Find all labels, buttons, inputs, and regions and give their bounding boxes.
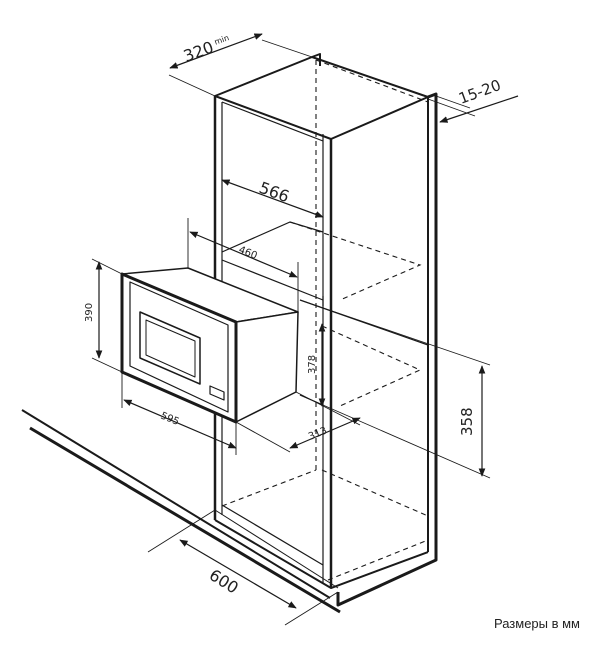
dim-line-460 [189, 231, 298, 278]
dim-320-value: 320 [181, 37, 216, 65]
dimension-lines [95, 33, 519, 609]
dim-313-label: 313 [307, 425, 329, 442]
hidden-lines [221, 59, 429, 581]
dim-378-label: 378 [307, 355, 318, 374]
dim-line-595 [123, 399, 237, 449]
dim-line-600 [179, 539, 297, 609]
dim-line-313 [289, 417, 361, 449]
dim-460-label: 460 [237, 245, 259, 262]
microwave [120, 267, 299, 424]
dim-line-15-20 [439, 95, 519, 123]
dim-line-566 [221, 179, 324, 218]
floor-lines [21, 409, 341, 614]
dim-566-label: 566 [257, 178, 292, 206]
dim-600-label: 600 [206, 565, 242, 597]
dim-line-320 [169, 33, 263, 69]
dim-595-label: 595 [159, 411, 181, 428]
dim-390-label: 390 [84, 303, 95, 322]
dim-320-label: 320min [181, 31, 233, 65]
units-caption: Размеры в мм [493, 616, 580, 631]
dim-358-label: 358 [458, 407, 476, 436]
extension-lines [91, 39, 491, 626]
dim-320-suffix: min [213, 33, 230, 47]
